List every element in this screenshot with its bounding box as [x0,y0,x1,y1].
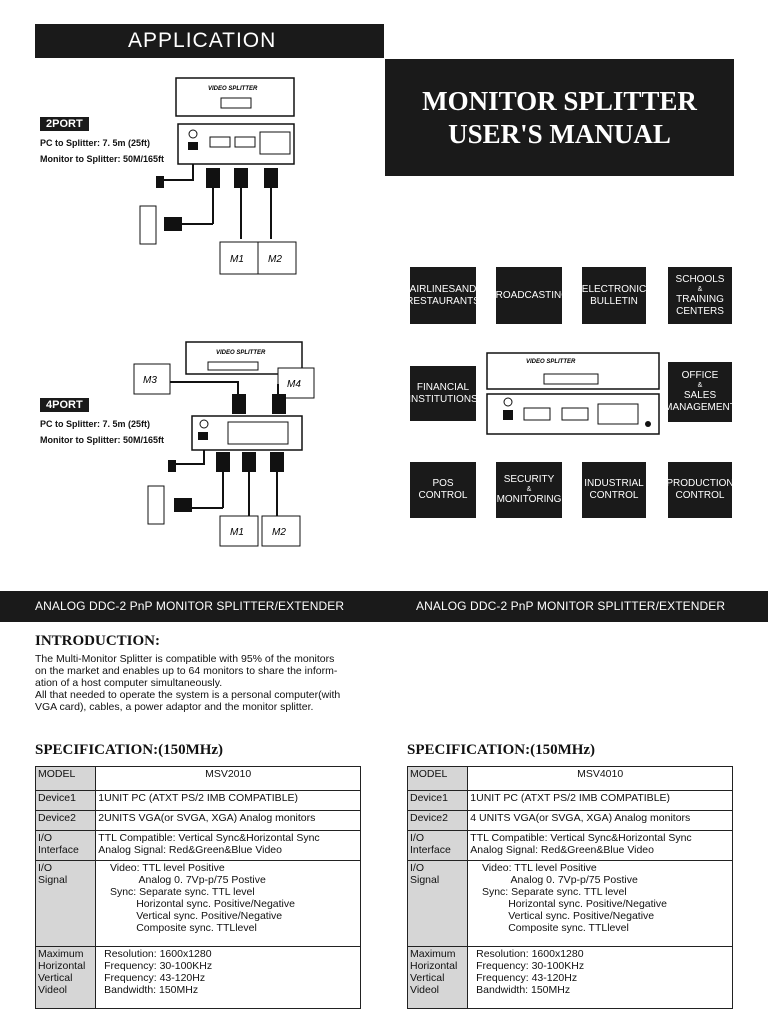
product-band: ANALOG DDC-2 PnP MONITOR SPLITTER/EXTEND… [0,591,768,622]
monitor-label: M2 [272,527,286,538]
spec-value: MSV2010 [95,766,361,791]
title-line-2: USER'S MANUAL [448,118,671,149]
device-label: VIDEO SPLITTER [216,350,266,356]
spec-left-heading: SPECIFICATION:(150MHz) [35,742,224,758]
spec-label: MODEL [34,766,97,791]
four-port-diagram: VIDEO SPLITTER M3 M4 M1 M2 [133,341,315,547]
spec-value: Video: TTL level Positive Analog 0. 7Vp-… [95,860,361,947]
spec-right-heading: SPECIFICATION:(150MHz) [407,742,596,758]
spec-label: MODEL [406,766,469,791]
monitor-label: M4 [287,379,301,390]
two-port-badge: 2PORT [40,117,89,131]
monitor-label: M1 [230,254,244,265]
manual-title: MONITOR SPLITTER USER'S MANUAL [385,59,734,176]
band-right-title: ANALOG DDC-2 PnP MONITOR SPLITTER/EXTEND… [416,599,726,613]
spec-value: TTL Compatible: Vertical Sync&Horizontal… [467,830,733,861]
spec-label: Device1 [34,790,97,811]
monitor-label: M2 [268,254,282,265]
spec-value: Resolution: 1600x1280 Frequency: 30-100K… [467,946,733,1009]
four-port-line1: PC to Splitter: 7. 5m (25ft) [40,419,151,429]
spec-value: 1UNIT PC (ATXT PS/2 IMB COMPATIBLE) [95,790,361,811]
spec-left-table: MODEL MSV2010 Device1 1UNIT PC (ATXT PS/… [34,766,361,1009]
device-label: VIDEO SPLITTER [208,86,258,92]
introduction-text: The Multi-Monitor Splitter is compatible… [35,653,341,713]
spec-label: Maximum Horizontal Vertical Videol [406,946,469,1009]
spec-value: 2UNITS VGA(or SVGA, XGA) Analog monitors [95,810,361,831]
spec-right-table: MODEL MSV4010 Device1 1UNIT PC (ATXT PS/… [406,766,733,1009]
spec-label: Maximum Horizontal Vertical Videol [34,946,97,1009]
band-left-title: ANALOG DDC-2 PnP MONITOR SPLITTER/EXTEND… [35,599,345,613]
monitor-label: M1 [230,527,244,538]
spec-label: Device2 [406,810,469,831]
spec-label: I/O Interface [34,830,97,861]
two-port-info: 2PORT PC to Splitter: 7. 5m (25ft) Monit… [40,114,164,166]
four-port-line2: Monitor to Splitter: 50M/165ft [40,435,165,445]
spec-value: 1UNIT PC (ATXT PS/2 IMB COMPATIBLE) [467,790,733,811]
category-broadcasting: BROADCASTING [489,267,569,324]
spec-value: Resolution: 1600x1280 Frequency: 30-100K… [95,946,361,1009]
monitor-label: M3 [143,375,157,386]
spec-value: MSV4010 [467,766,733,791]
introduction-heading: INTRODUCTION: [35,633,161,649]
four-port-info: 4PORT PC to Splitter: 7. 5m (25ft) Monit… [40,395,164,447]
four-port-badge: 4PORT [40,398,89,412]
device-label: VIDEO SPLITTER [526,359,576,365]
title-line-1: MONITOR SPLITTER [422,85,697,116]
spec-label: I/O Signal [34,860,97,947]
spec-label: Device2 [34,810,97,831]
spec-label: I/O Signal [406,860,469,947]
two-port-diagram: VIDEO SPLITTER M1 M2 [139,77,297,275]
spec-label: I/O Interface [406,830,469,861]
category-security: SECURITY& MONITORING [496,462,562,518]
splitter-illustration: VIDEO SPLITTER [486,352,660,435]
spec-value: TTL Compatible: Vertical Sync&Horizontal… [95,830,361,861]
two-port-line1: PC to Splitter: 7. 5m (25ft) [40,138,151,148]
spec-value: Video: TTL level Positive Analog 0. 7Vp-… [467,860,733,947]
spec-value: 4 UNITS VGA(or SVGA, XGA) Analog monitor… [467,810,733,831]
two-port-line2: Monitor to Splitter: 50M/165ft [40,154,165,164]
application-header: APPLICATION [35,24,384,58]
spec-label: Device1 [406,790,469,811]
